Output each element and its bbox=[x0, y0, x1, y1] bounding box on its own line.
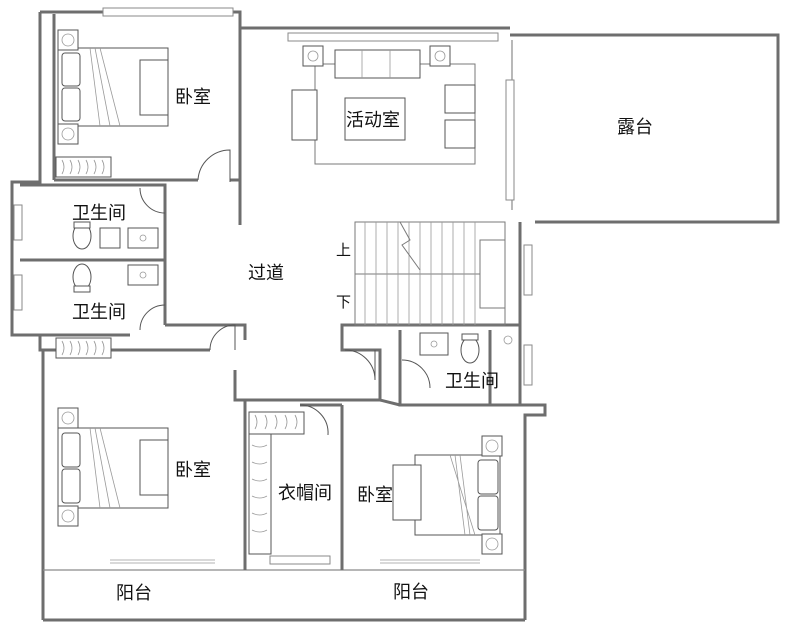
label-stair-down: 下 bbox=[336, 293, 351, 311]
label-stair-up: 上 bbox=[336, 241, 351, 259]
label-balcony-e: 阳台 bbox=[393, 582, 429, 603]
label-bathroom-1: 卫生间 bbox=[72, 203, 126, 224]
sofa-set bbox=[291, 45, 476, 165]
room-labels: 卧室 活动室 露台 卫生间 卫生间 过道 上 下 卫生间 卧室 衣帽间 卧室 阳… bbox=[72, 87, 653, 604]
closet-racks bbox=[248, 411, 305, 555]
label-bathroom-3: 卫生间 bbox=[445, 371, 499, 392]
label-bathroom-2: 卫生间 bbox=[72, 302, 126, 323]
bath2-fixtures bbox=[72, 263, 159, 293]
label-balcony-w: 阳台 bbox=[116, 583, 152, 604]
label-corridor: 过道 bbox=[248, 263, 284, 284]
staircase bbox=[354, 221, 506, 326]
bed-sw bbox=[57, 407, 169, 527]
label-bedroom-nw: 卧室 bbox=[175, 87, 211, 108]
label-bedroom-se: 卧室 bbox=[357, 485, 393, 506]
bath1-fixtures bbox=[72, 221, 159, 250]
wardrobe-nw bbox=[55, 156, 112, 178]
bed-nw bbox=[57, 29, 169, 145]
bed-se bbox=[392, 435, 503, 555]
label-terrace: 露台 bbox=[617, 117, 653, 138]
interior-walls bbox=[12, 28, 520, 570]
label-activity-room: 活动室 bbox=[346, 110, 400, 131]
doors bbox=[139, 149, 431, 436]
windows bbox=[13, 7, 533, 565]
label-bedroom-sw: 卧室 bbox=[175, 460, 211, 481]
bath3-fixtures bbox=[419, 332, 513, 364]
label-wardrobe-room: 衣帽间 bbox=[278, 483, 332, 504]
wardrobe-sw bbox=[55, 337, 112, 359]
